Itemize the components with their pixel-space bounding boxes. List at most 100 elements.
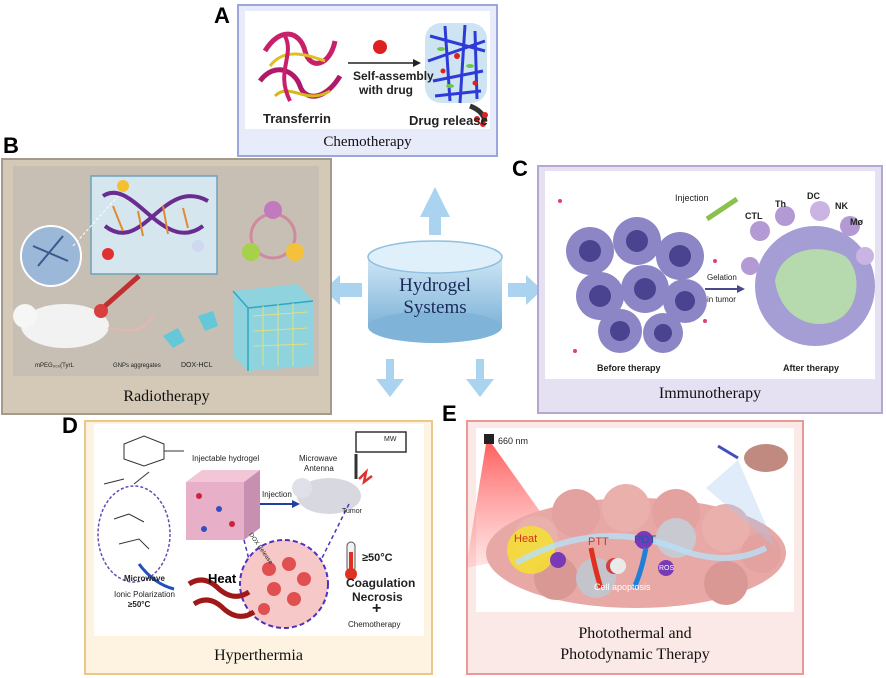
label-drug-release: Drug release (409, 113, 488, 128)
tumor-after (741, 201, 875, 346)
label-mo: Mø (850, 217, 863, 227)
panel-b-caption: Radiotherapy (123, 388, 210, 405)
arrow-up (420, 187, 450, 235)
label-after: After therapy (783, 363, 840, 373)
tumor-tissue (486, 484, 786, 608)
panel-d: Injectable hydrogel Injection Microwave … (84, 420, 433, 675)
syringe (103, 274, 141, 308)
hydrogel-cylinder-bottom (368, 311, 502, 343)
ptt-arrow (588, 547, 604, 589)
panel-e-caption-line1: Photothermal and (578, 625, 692, 642)
dna-helix (101, 190, 209, 235)
panel-d-letter: D (62, 413, 78, 438)
label-dc: DC (807, 191, 820, 201)
chemical-structure (103, 435, 184, 485)
injection-syringe (705, 196, 739, 222)
chemo-illustration (258, 23, 488, 127)
arrow-right-shape (508, 275, 542, 305)
panel-c-letter: C (512, 156, 528, 181)
label-coag-1: Coagulation (346, 576, 416, 590)
label-self-assembly-1: Self-assembly (353, 69, 434, 83)
label-ionic-1: Ionic Polarization (114, 590, 175, 599)
panel-e-image: 660 nm Heat PTT PDT ROS Cell apoptosis (466, 428, 794, 612)
label-ros: ROS (659, 565, 675, 572)
panel-b: mPEG₀₀₀(TyrL GNPs aggregates DOX-HCL Rad… (1, 158, 332, 415)
radio-illustration (13, 175, 314, 371)
zoom-ellipse (97, 485, 171, 583)
panel-d-image: Injectable hydrogel Injection Microwave … (94, 424, 424, 636)
label-chemo: Chemotherapy (348, 620, 401, 629)
label-ionic-2: ≥50°C (128, 600, 151, 609)
label-transferrin: Transferrin (263, 111, 331, 126)
release-arrow (469, 103, 488, 122)
panel-c: Injection Gelation in tumor Before thera… (537, 165, 883, 414)
label-ctl: CTL (745, 211, 763, 221)
label-coag-2: Necrosis (352, 590, 403, 604)
label-heat: Heat (208, 571, 237, 586)
label-pdt: PDT (634, 534, 656, 546)
center-diagram: Hydrogel Systems (320, 175, 550, 405)
mouse (744, 444, 788, 472)
tumor-before (566, 217, 707, 353)
mouse (21, 304, 109, 348)
skull-icon (610, 558, 626, 574)
hydrogel-cube (186, 470, 260, 540)
label-injectable: Injectable hydrogel (192, 454, 260, 463)
zoom-circle (20, 225, 82, 287)
label-wavelength: 660 nm (498, 436, 529, 446)
mouse (297, 478, 361, 514)
label-microwave: Microwave (124, 574, 165, 583)
hydrogel-cube (232, 284, 314, 371)
panel-e-letter: E (442, 401, 457, 426)
label-before: Before therapy (597, 363, 661, 373)
laser-source (484, 434, 494, 444)
pdt-arrow (631, 547, 649, 590)
panel-c-image: Injection Gelation in tumor Before thera… (545, 171, 875, 379)
panel-e-caption-line2: Photodynamic Therapy (560, 646, 710, 663)
label-cell-apoptosis: Cell apoptosis (594, 582, 651, 592)
hydrogel-cylinder-top (367, 240, 503, 274)
label-injection: Injection (262, 490, 292, 499)
panel-a-caption: Chemotherapy (323, 134, 412, 150)
panel-a-letter: A (214, 3, 230, 28)
label-antenna-2: Antenna (304, 464, 334, 473)
arrow-left-shape (324, 275, 362, 305)
gel-network (425, 23, 487, 104)
panel-b-letter: B (3, 133, 19, 158)
immuno-illustration (558, 196, 875, 353)
label-mw: MW (384, 436, 397, 443)
hub-title-line1: Hydrogel (399, 275, 471, 296)
label-antenna-1: Microwave (299, 454, 338, 463)
panel-e: 660 nm Heat PTT PDT ROS Cell apoptosis P… (466, 420, 804, 675)
panel-b-image: mPEG₀₀₀(TyrL GNPs aggregates DOX-HCL (13, 166, 319, 376)
label-plus: + (372, 600, 382, 617)
hub-title-line2: Systems (403, 297, 467, 318)
legend-gnps: GNPs aggregates (113, 363, 161, 369)
label-gelation-2: in tumor (707, 295, 736, 304)
drug-particle (373, 40, 387, 54)
label-gelation-1: Gelation (707, 273, 737, 282)
arrow-down-left (376, 359, 404, 397)
mw-device (355, 431, 407, 453)
panel-c-caption: Immunotherapy (658, 385, 762, 402)
label-heat: Heat (514, 533, 538, 545)
ptt-pdt-illustration (466, 434, 788, 608)
heat-waves (187, 577, 256, 619)
panel-d-caption: Hyperthermia (214, 647, 303, 664)
arrow-down-right (466, 359, 494, 397)
label-th: Th (775, 199, 786, 209)
label-nk: NK (835, 201, 848, 211)
legend-mpeg: mPEG₀₀₀(TyrL (35, 363, 74, 369)
label-tumor: Tumor (342, 508, 362, 515)
panel-a-image: Transferrin Self-assembly with drug Drug… (245, 11, 490, 129)
label-temp: ≥50°C (362, 552, 393, 564)
red-particle (102, 248, 114, 260)
label-ptt: PTT (588, 536, 609, 548)
panel-a: Transferrin Self-assembly with drug Drug… (237, 4, 498, 157)
hub-arrows (324, 187, 542, 397)
label-self-assembly-2: with drug (359, 83, 413, 97)
hyperthermia-illustration (97, 431, 407, 629)
transferrin-protein (258, 31, 343, 102)
legend-dox: DOX-HCL (181, 362, 213, 369)
label-injection: Injection (675, 193, 709, 203)
